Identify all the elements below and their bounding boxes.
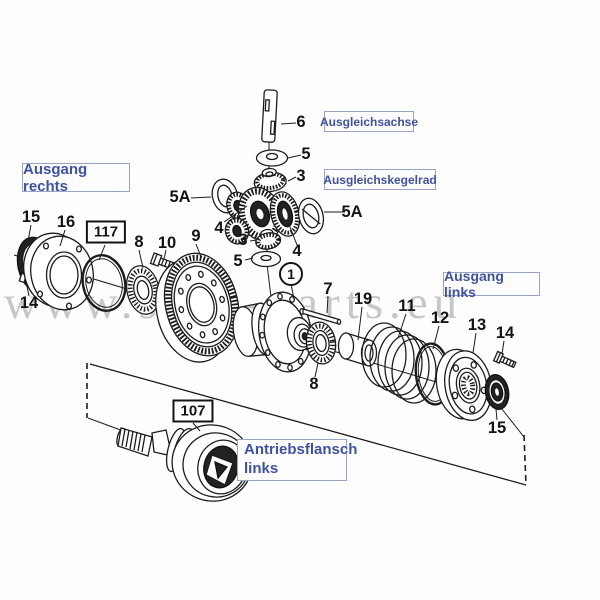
part-label-15-18: 15 bbox=[21, 207, 41, 226]
part-label-117-20: 117 bbox=[85, 220, 127, 244]
part-label-7-10: 7 bbox=[323, 279, 333, 298]
washer-5-upper bbox=[255, 149, 289, 167]
callout-antriebsflansch-line1: Antriebsflansch bbox=[244, 441, 358, 459]
callout-ausgleichskegelrad: Ausgleichskegelrad bbox=[323, 169, 437, 190]
bevel-gear-3-upper bbox=[253, 167, 287, 193]
part-label-5a-3: 5A bbox=[169, 187, 191, 206]
callout-ausgleichsachse: Ausgleichsachse bbox=[320, 111, 418, 132]
part-label-3-2: 3 bbox=[296, 166, 306, 185]
callout-antriebsflansch-line2: links bbox=[244, 460, 279, 477]
part-label-4-4: 4 bbox=[214, 218, 224, 237]
ring-gear-9 bbox=[155, 252, 240, 363]
washer-5-lower bbox=[250, 250, 282, 268]
part-label-5a-8: 5A bbox=[341, 202, 363, 221]
part-label-5-1: 5 bbox=[301, 144, 311, 163]
side-gear-4-right bbox=[269, 191, 301, 237]
section-boundary bbox=[86, 363, 527, 486]
part-label-1-9: 1 bbox=[279, 262, 303, 286]
callout-antriebsflansch-links: Antriebsflansch links bbox=[237, 439, 357, 481]
part-label-8-16: 8 bbox=[309, 374, 319, 393]
bushing-19 bbox=[337, 332, 378, 367]
callout-ausgang-links-text: Ausgang links bbox=[444, 268, 504, 300]
part-label-9-23: 9 bbox=[191, 226, 201, 245]
part-label-11-12: 11 bbox=[398, 296, 416, 315]
part-label-13-14: 13 bbox=[467, 315, 487, 334]
thrust-washer-5a-right bbox=[297, 197, 325, 235]
callout-ausgang-rechts: Ausgang rechts bbox=[22, 160, 130, 195]
callout-ausgleichskegelrad-text: Ausgleichskegelrad bbox=[323, 172, 437, 187]
bolt-14-right bbox=[492, 350, 517, 369]
callout-ausgang-links: Ausgang links bbox=[443, 268, 540, 300]
part-label-4-7: 4 bbox=[292, 241, 302, 260]
part-label-14-15: 14 bbox=[495, 323, 515, 342]
shaft-6 bbox=[261, 89, 278, 143]
part-label-3-5: 3 bbox=[238, 230, 248, 249]
callout-ausgleichsachse-text: Ausgleichsachse bbox=[319, 114, 419, 129]
pin-7 bbox=[302, 308, 342, 325]
drive-flange-107 bbox=[116, 424, 253, 502]
flange-13 bbox=[435, 348, 493, 421]
part-label-107-25: 107 bbox=[172, 399, 214, 423]
leader-lines bbox=[26, 122, 505, 432]
part-label-12-13: 12 bbox=[430, 308, 450, 327]
part-label-6-0: 6 bbox=[296, 112, 306, 131]
part-label-5-6: 5 bbox=[233, 251, 243, 270]
part-label-16-19: 16 bbox=[56, 212, 76, 231]
differential-housing-1 bbox=[232, 291, 313, 373]
bearing-8-left bbox=[125, 265, 161, 315]
part-label-15-17: 15 bbox=[487, 418, 507, 437]
callout-ausgang-rechts-text: Ausgang rechts bbox=[23, 160, 88, 195]
part-label-19-11: 19 bbox=[353, 289, 373, 308]
bearing-8-center bbox=[305, 321, 337, 365]
bevel-gear-3-lower bbox=[255, 228, 282, 250]
flange-16 bbox=[23, 232, 94, 311]
seal-15-right bbox=[484, 374, 510, 410]
part-label-8-21: 8 bbox=[134, 232, 144, 251]
part-label-14-24: 14 bbox=[19, 293, 39, 312]
part-label-10-22: 10 bbox=[157, 233, 177, 252]
pinion-gear-lower-left bbox=[224, 217, 250, 245]
